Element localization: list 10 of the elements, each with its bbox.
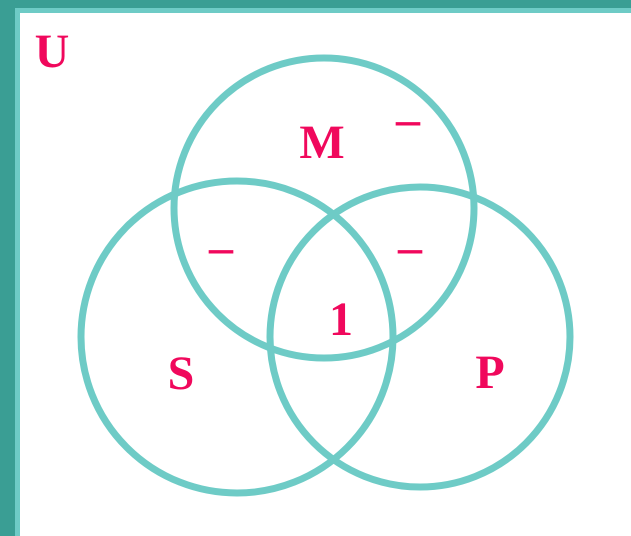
set-label: U: [34, 28, 70, 76]
set-label: M: [299, 119, 345, 167]
dash-mark: –: [209, 224, 233, 272]
dash-mark: –: [396, 96, 420, 144]
dash-mark: –: [398, 224, 422, 272]
venn-circle: [77, 177, 397, 497]
set-label: P: [475, 349, 505, 397]
venn-circle: [266, 183, 574, 491]
region-count: 1: [329, 296, 353, 344]
set-label: S: [168, 350, 194, 398]
